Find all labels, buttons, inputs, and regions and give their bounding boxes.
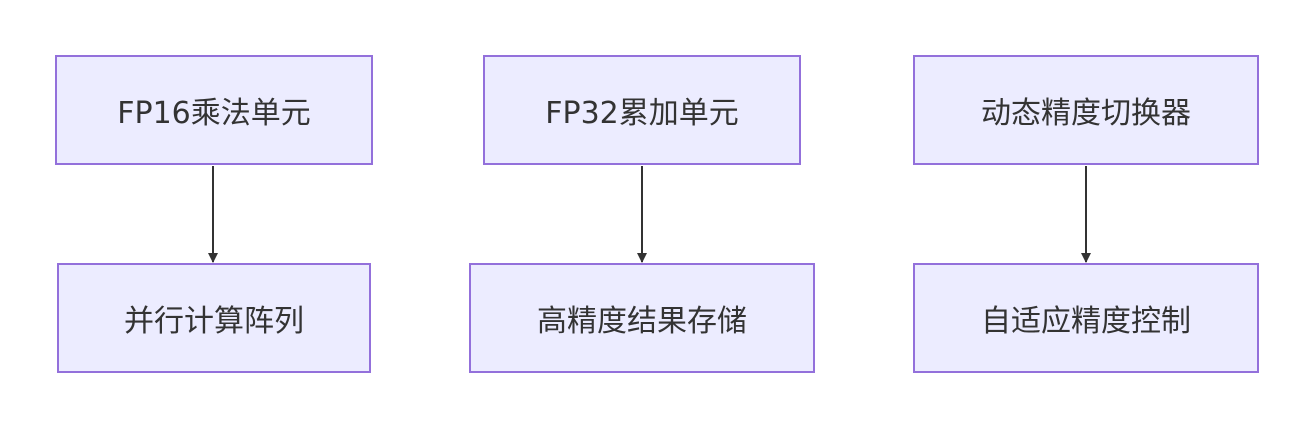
node-fp32-accumulate-unit[interactable]: FP32累加单元 (483, 55, 801, 165)
node-high-precision-storage[interactable]: 高精度结果存储 (469, 263, 815, 373)
node-label: 自适应精度控制 (981, 304, 1191, 339)
node-label: 并行计算阵列 (124, 304, 304, 339)
node-adaptive-precision-control[interactable]: 自适应精度控制 (913, 263, 1259, 373)
node-dynamic-precision-switch[interactable]: 动态精度切换器 (913, 55, 1259, 165)
node-label: FP32累加单元 (545, 96, 739, 131)
node-fp16-multiply-unit[interactable]: FP16乘法单元 (55, 55, 373, 165)
node-parallel-compute-array[interactable]: 并行计算阵列 (57, 263, 371, 373)
node-label: 动态精度切换器 (981, 96, 1191, 131)
node-label: 高精度结果存储 (537, 304, 747, 339)
node-label: FP16乘法单元 (117, 96, 311, 131)
